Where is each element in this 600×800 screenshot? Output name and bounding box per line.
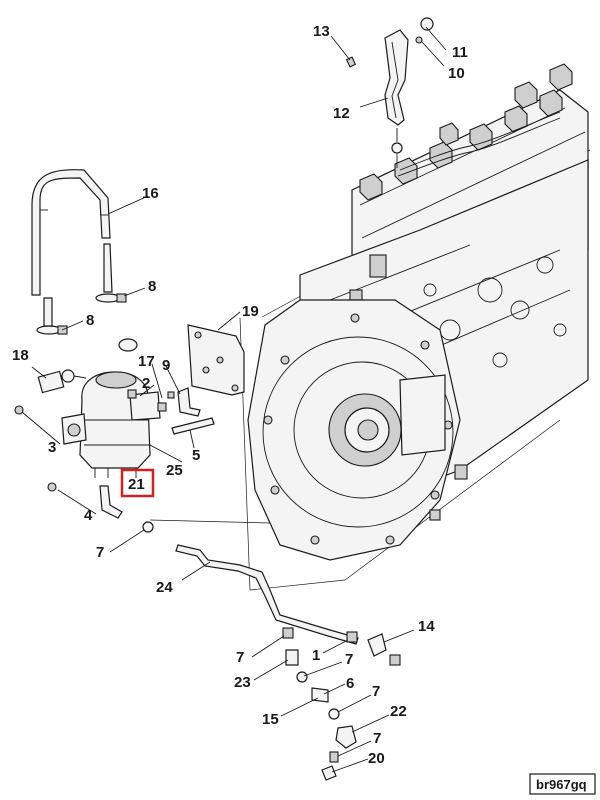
callout-7-b: 7 bbox=[236, 649, 244, 666]
callout-20: 20 bbox=[368, 750, 385, 767]
sensor-18 bbox=[37, 369, 87, 394]
hose-clamp-upper bbox=[95, 293, 127, 303]
rocker-bosses bbox=[359, 63, 573, 201]
callout-1: 1 bbox=[312, 647, 320, 664]
callout-5: 5 bbox=[192, 447, 200, 464]
callout-2: 2 bbox=[142, 375, 150, 392]
callout-15: 15 bbox=[262, 711, 279, 728]
reference-code-box bbox=[529, 773, 596, 795]
callout-22: 22 bbox=[390, 703, 407, 720]
callout-4: 4 bbox=[84, 507, 93, 524]
callout-18: 18 bbox=[12, 347, 29, 364]
callout-7-e: 7 bbox=[373, 730, 381, 747]
callout-7-d: 7 bbox=[372, 683, 380, 700]
callout-16: 16 bbox=[142, 185, 159, 202]
callout-8-lower: 8 bbox=[86, 312, 94, 329]
callout-21: 21 bbox=[128, 476, 145, 493]
housing-bolts bbox=[263, 313, 453, 545]
callout-25: 25 bbox=[166, 462, 183, 479]
callout-7-c: 7 bbox=[345, 651, 353, 668]
reference-code: br967gq bbox=[536, 777, 587, 792]
callout-9: 9 bbox=[162, 357, 170, 374]
highlight-box-21 bbox=[120, 468, 155, 498]
callout-12: 12 bbox=[333, 105, 350, 122]
callout-13: 13 bbox=[313, 23, 330, 40]
coolant-pipe-24 bbox=[175, 544, 359, 645]
callout-labels: 13 11 10 12 16 8 8 18 17 9 2 19 3 25 5 2… bbox=[12, 23, 468, 767]
callout-8-upper: 8 bbox=[148, 278, 156, 295]
coolant-hose-upper bbox=[31, 169, 111, 296]
callout-10: 10 bbox=[448, 65, 465, 82]
elbow-hose-21 bbox=[99, 485, 123, 519]
o-ring bbox=[118, 338, 138, 352]
callout-14: 14 bbox=[418, 618, 435, 635]
callout-24: 24 bbox=[156, 579, 173, 596]
callout-7-a: 7 bbox=[96, 544, 104, 561]
engine-block bbox=[149, 63, 591, 591]
callout-11: 11 bbox=[452, 44, 468, 61]
breather-tube-assembly bbox=[345, 17, 434, 168]
callout-19: 19 bbox=[242, 303, 259, 320]
callout-17: 17 bbox=[138, 353, 155, 370]
callout-6: 6 bbox=[346, 675, 354, 692]
callout-23: 23 bbox=[234, 674, 251, 691]
callout-3: 3 bbox=[48, 439, 56, 456]
leader-lines bbox=[21, 26, 447, 773]
